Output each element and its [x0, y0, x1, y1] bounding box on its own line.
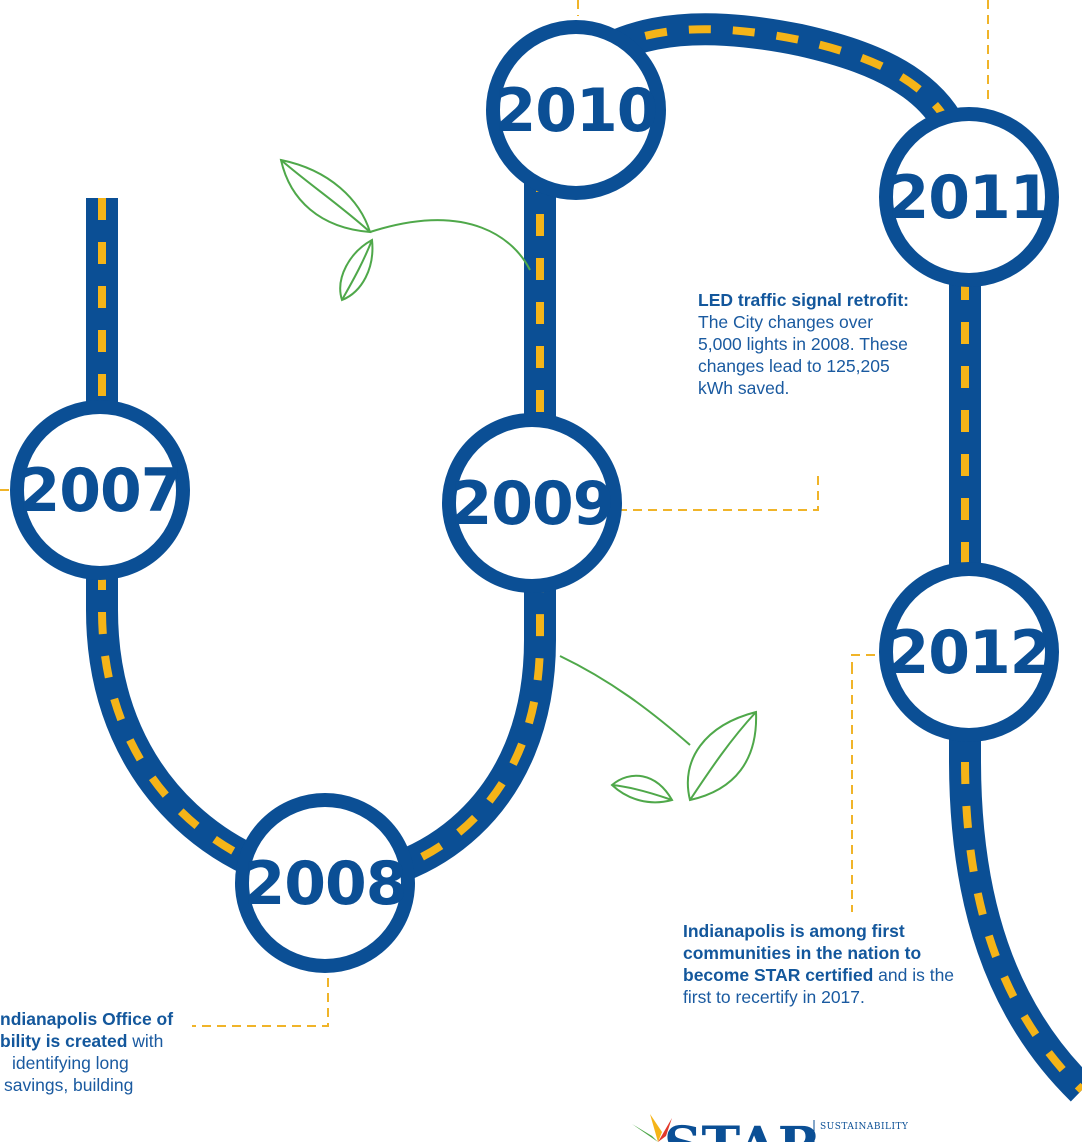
- note-office-line-1-text: ndianapolis Office of: [0, 1009, 174, 1029]
- note-office-line-3-text: identifying long: [12, 1053, 129, 1073]
- note-office-line-3: identifying long: [0, 1052, 220, 1074]
- lane-dash-right: [961, 190, 1082, 1093]
- lane-dash-u-curve: [98, 480, 544, 885]
- star-logo-subtitle: SUSTAINABILITY: [820, 1122, 908, 1132]
- year-node-2012: 2012: [879, 562, 1059, 742]
- leaf-vein: [689, 711, 757, 801]
- year-node-circle: [879, 107, 1059, 287]
- year-node-2011: 2011: [879, 107, 1059, 287]
- year-label-2012: 2012: [888, 618, 1051, 688]
- star-burst-icon: [632, 1114, 682, 1142]
- note-office-line-2-bold: bility is created: [0, 1031, 128, 1051]
- note-led-text: The City changes over 5,000 lights in 20…: [698, 312, 908, 398]
- leaf-vein: [280, 159, 371, 233]
- year-node-circle: [442, 413, 622, 593]
- year-node-2009: 2009: [442, 413, 622, 593]
- note-star-certified: Indianapolis is among first communities …: [683, 920, 955, 1008]
- leaf-vein: [611, 784, 673, 801]
- connector-2012-star: [851, 654, 890, 665]
- connector-2009-led: [618, 470, 819, 511]
- leaf-vein: [341, 239, 373, 301]
- leaf-sprig-bottom: [559, 655, 758, 804]
- star-logo-word: STAR: [664, 1116, 822, 1142]
- year-node-2010: 2010: [486, 20, 666, 200]
- year-label-2007: 2007: [19, 456, 182, 526]
- note-star-text: and is the first to recertify in 2017.: [683, 965, 955, 1007]
- note-led-retrofit: LED traffic signal retrofit: The City ch…: [698, 289, 918, 399]
- note-office-line-4-text: savings, building: [4, 1075, 134, 1095]
- leaf-sprig-top: [279, 158, 531, 302]
- connectors: [0, 0, 989, 1027]
- note-led-title: LED traffic signal retrofit:: [698, 290, 909, 310]
- year-node-circle: [235, 793, 415, 973]
- note-office-line-4: savings, building: [0, 1074, 220, 1096]
- year-label-2008: 2008: [244, 849, 407, 919]
- leaf-icon: [610, 774, 674, 804]
- note-office-line-2-text: with: [127, 1031, 164, 1051]
- note-office-line-1: ndianapolis Office of: [0, 1008, 220, 1030]
- year-node-circle: [879, 562, 1059, 742]
- leaf-stem-bottom: [559, 655, 691, 746]
- year-node-2008: 2008: [235, 793, 415, 973]
- year-label-2011: 2011: [888, 163, 1051, 233]
- connector-2008-office: [192, 948, 329, 1027]
- year-node-circle: [486, 20, 666, 200]
- note-office-created: ndianapolis Office of bility is created …: [0, 1008, 220, 1096]
- star-logo: STAR SUSTAINABILITY: [632, 1114, 908, 1142]
- note-star-title: Indianapolis is among first communities …: [683, 921, 922, 985]
- note-office-line-2: bility is created with: [0, 1030, 220, 1052]
- year-node-2007: 2007: [10, 400, 190, 580]
- year-node-circle: [10, 400, 190, 580]
- leaf-stem-top: [369, 219, 531, 271]
- year-label-2009: 2009: [451, 469, 614, 539]
- year-label-2010: 2010: [495, 76, 658, 146]
